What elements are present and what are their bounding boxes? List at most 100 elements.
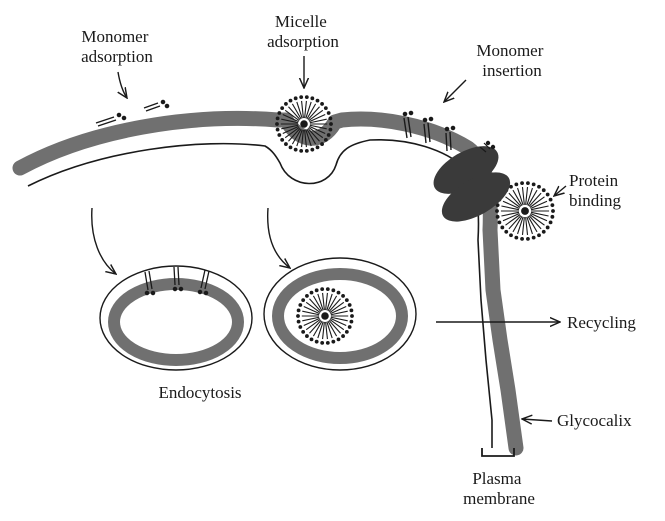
protein-top-ligand (479, 140, 496, 153)
surfactant-tail (306, 128, 317, 145)
surfactant-tail (307, 128, 320, 142)
surfactant-head (537, 233, 541, 238)
surfactant-tail (530, 213, 548, 222)
label-monomer-adsorption: Monomer adsorption (81, 27, 153, 66)
surfactant-head (526, 236, 530, 241)
surfactant-head (520, 236, 524, 241)
surfactant-head (320, 340, 325, 345)
surfactant-head (326, 111, 331, 115)
surfactant-head (310, 96, 315, 101)
surfactant-head (323, 106, 328, 111)
surfactant-tail (512, 189, 523, 206)
surfactant-tail (529, 196, 545, 208)
label-protein-binding: Protein binding (569, 171, 622, 210)
surfactant-head (277, 111, 282, 115)
surfactant-tail (505, 196, 521, 208)
surfactant-tail (529, 214, 545, 226)
surfactant-head (548, 220, 553, 225)
surfactant-tail (309, 124, 327, 130)
surfactant-head (545, 192, 550, 197)
surfactant-tail (306, 103, 317, 120)
surfactant-tail (281, 124, 299, 130)
surfactant-tail (530, 200, 548, 209)
surfactant-head (328, 127, 333, 132)
surfactant-head (288, 98, 293, 103)
surfactant-tail (284, 127, 300, 139)
surfactant-tail (508, 192, 522, 207)
surfactant-head (526, 181, 530, 186)
surfactant-tail (329, 319, 345, 331)
surfactant-head (531, 235, 536, 240)
surfactant-head (550, 203, 555, 208)
surfactant-head (520, 181, 524, 186)
arrow-protein-binding (554, 185, 567, 196)
label-micelle-adsorption: Micelle adsorption (267, 12, 339, 51)
surfactant-head (309, 337, 314, 342)
surfactant-tail (309, 118, 327, 124)
arrow-monomer-adsorption (118, 71, 127, 98)
surfactant-head (328, 116, 333, 121)
surfactant-head (277, 133, 282, 137)
surfactant-tail (329, 301, 345, 313)
surfactant-tail (326, 293, 333, 311)
surfactant-head (349, 308, 354, 313)
label-glycocalix: Glycocalix (557, 411, 632, 430)
surfactant-head (293, 147, 298, 152)
surfactant-head (326, 133, 331, 137)
surfactant-tail (304, 129, 307, 148)
surfactant-head (314, 339, 319, 344)
surfactant-tail (309, 320, 322, 334)
micelle-bound-to-protein (495, 181, 555, 241)
surfactant-head (299, 148, 304, 153)
surfactant-tail (502, 213, 520, 222)
surfactant-tail (517, 187, 524, 206)
surfactant-tail (301, 100, 304, 119)
surfactant-tail (296, 101, 303, 119)
membrane-inner-line (27, 138, 493, 448)
micelle-core (321, 312, 329, 320)
surfactant-tail (330, 316, 348, 322)
surfactant-head (296, 308, 301, 313)
surfactant-head (497, 220, 502, 225)
surfactant-head (331, 288, 336, 293)
surfactant-head (329, 122, 333, 126)
surfactant-tail (517, 216, 524, 235)
micelle-core (300, 120, 308, 128)
surfactant-head (284, 102, 288, 106)
surfactant-head (541, 229, 546, 234)
surfactant-head (551, 209, 555, 213)
surfactant-head (344, 298, 349, 303)
surfactant-tail (328, 298, 341, 312)
surfactant-tail (303, 317, 320, 326)
surfactant-tail (505, 214, 521, 226)
surfactant-head (288, 145, 293, 150)
surfactant-head (509, 184, 513, 189)
surfactant-tail (312, 320, 323, 337)
membrane-proteins (433, 146, 511, 222)
surfactant-head (509, 233, 513, 238)
surfactant-tail (521, 186, 525, 205)
surfactant-tail (305, 129, 312, 147)
surfactant-head (500, 225, 505, 230)
surfactant-tail (328, 320, 341, 334)
surfactant-tail (305, 319, 321, 331)
surfactant-tail (526, 216, 533, 235)
surfactant-head (280, 137, 285, 142)
micelle-in-vesicle (296, 287, 354, 345)
surfactant-tail (325, 292, 328, 311)
surfactant-head (336, 290, 341, 295)
surfactant-head (275, 127, 280, 132)
surfactant-head (320, 102, 324, 106)
surfactant-tail (282, 114, 299, 123)
surfactant-tail (309, 114, 326, 123)
surfactant-tail (291, 103, 302, 120)
surfactant-head (280, 106, 285, 111)
surfactant-tail (512, 216, 523, 233)
surfactant-tail (325, 321, 328, 340)
label-plasma-membrane: Plasma membrane (463, 469, 535, 508)
surfactant-tail (282, 125, 299, 134)
surfactant-tail (330, 317, 347, 326)
surfactant-tail (322, 292, 325, 311)
arrow-endocytosis-1 (91, 207, 116, 274)
surfactant-head (284, 142, 288, 146)
